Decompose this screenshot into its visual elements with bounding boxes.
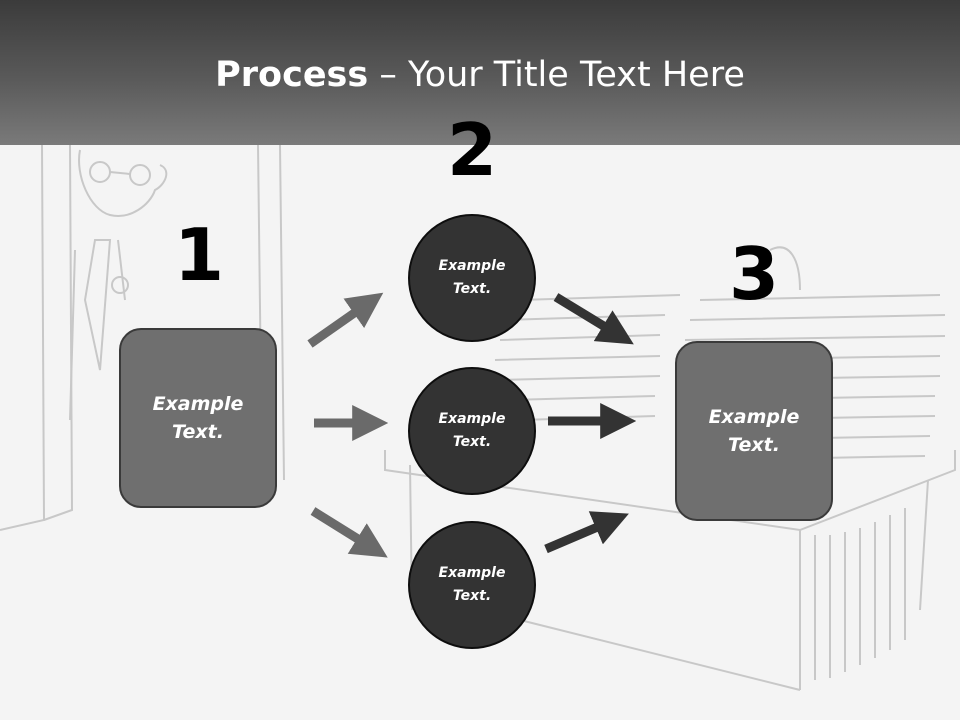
- arrow-1-to-2c: [310, 507, 388, 558]
- arrow-2c-to-3: [544, 511, 629, 554]
- step-2-circle-top: Example Text.: [408, 214, 536, 342]
- arrow-1-to-2a: [307, 292, 384, 348]
- step-number-1: 1: [173, 213, 225, 297]
- title-rest: – Your Title Text Here: [368, 55, 745, 95]
- step-1-label: Example Text.: [152, 393, 244, 443]
- title-bar: [0, 0, 960, 145]
- step-number-3: 3: [728, 232, 780, 316]
- step-3-box: Example Text.: [675, 341, 833, 521]
- title-bold: Process: [215, 55, 369, 95]
- step-2-circle-middle: Example Text.: [408, 367, 536, 495]
- slide-title: Process – Your Title Text Here: [0, 52, 960, 98]
- step-1-box: Example Text.: [119, 328, 277, 508]
- step-3-label: Example Text.: [708, 406, 800, 456]
- arrow-2a-to-3: [553, 293, 634, 345]
- step-number-2: 2: [446, 108, 498, 192]
- step-2-circle-bottom: Example Text.: [408, 521, 536, 649]
- step-2-label-top: Example Text.: [438, 258, 506, 297]
- step-2-label-middle: Example Text.: [438, 411, 506, 450]
- step-2-label-bottom: Example Text.: [438, 565, 506, 604]
